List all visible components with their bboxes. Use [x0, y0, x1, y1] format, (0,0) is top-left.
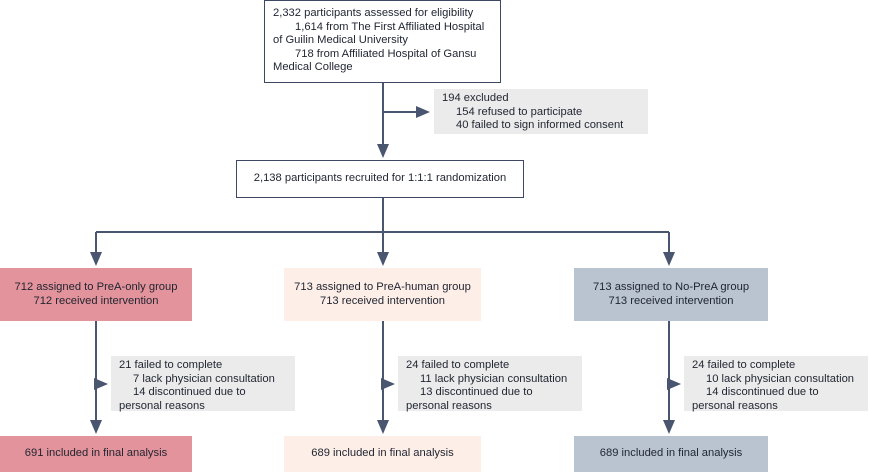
- final-box-no-prea: 689 included in final analysis: [574, 436, 768, 472]
- final-box-prea-only: 691 included in final analysis: [0, 436, 192, 472]
- failed-text: 21 failed to complete: [119, 359, 223, 371]
- excluded-reason-2: 40 failed to sign informed consent: [456, 119, 624, 131]
- eligibility-site2-cont: Medical College: [273, 61, 353, 73]
- failed-box-prea-only: 21 failed to complete 7 lack physician c…: [111, 356, 295, 412]
- excluded-total: 194 excluded: [442, 92, 509, 104]
- discontinued-text: 13 discontinued due to: [420, 386, 533, 398]
- lack-consultation-text: 11 lack physician consultation: [420, 372, 568, 385]
- group-box-prea-only: 712 assigned to PreA-only group 712 rece…: [0, 268, 192, 321]
- received-text: 713 received intervention: [608, 294, 734, 307]
- eligibility-site2: 718 from Affiliated Hospital of Gansu: [295, 47, 477, 60]
- discontinued-cont-text: personal reasons: [406, 399, 492, 412]
- eligibility-site1-cont: of Guilin Medical University: [273, 34, 408, 46]
- final-text: 689 included in final analysis: [599, 447, 743, 460]
- lack-consultation-text: 10 lack physician consultation: [706, 372, 855, 385]
- failed-text: 24 failed to complete: [692, 359, 796, 371]
- final-text: 691 included in final analysis: [24, 447, 168, 460]
- eligibility-box: 2,332 participants assessed for eligibil…: [264, 0, 501, 83]
- failed-box-no-prea: 24 failed to complete 10 lack physician …: [684, 356, 868, 412]
- received-text: 712 received intervention: [33, 294, 159, 307]
- discontinued-text: 14 discontinued due to: [133, 386, 246, 398]
- recruited-box: 2,138 participants recruited for 1:1:1 r…: [236, 160, 524, 198]
- assigned-text: 713 assigned to PreA-human group: [294, 281, 471, 293]
- group-box-no-prea: 713 assigned to No-PreA group 713 receiv…: [574, 268, 768, 321]
- eligibility-total: 2,332 participants assessed for eligibil…: [273, 7, 474, 19]
- eligibility-site1: 1,614 from The First Affiliated Hospital: [295, 20, 485, 33]
- failed-box-prea-human: 24 failed to complete 11 lack physician …: [398, 356, 582, 412]
- final-text: 689 included in final analysis: [311, 447, 454, 460]
- failed-text: 24 failed to complete: [406, 359, 510, 371]
- assigned-text: 712 assigned to PreA-only group: [14, 281, 178, 293]
- excluded-reason-1: 154 refused to participate: [456, 105, 583, 118]
- group-box-prea-human: 713 assigned to PreA-human group 713 rec…: [284, 268, 481, 321]
- final-box-prea-human: 689 included in final analysis: [284, 436, 481, 472]
- received-text: 713 received intervention: [319, 294, 445, 307]
- excluded-box: 194 excluded 154 refused to participate …: [434, 89, 648, 134]
- discontinued-cont-text: personal reasons: [119, 399, 205, 412]
- recruited-text: 2,138 participants recruited for 1:1:1 r…: [253, 172, 507, 185]
- discontinued-cont-text: personal reasons: [692, 399, 778, 412]
- lack-consultation-text: 7 lack physician consultation: [133, 372, 275, 385]
- discontinued-text: 14 discontinued due to: [706, 386, 819, 398]
- assigned-text: 713 assigned to No-PreA group: [592, 281, 750, 293]
